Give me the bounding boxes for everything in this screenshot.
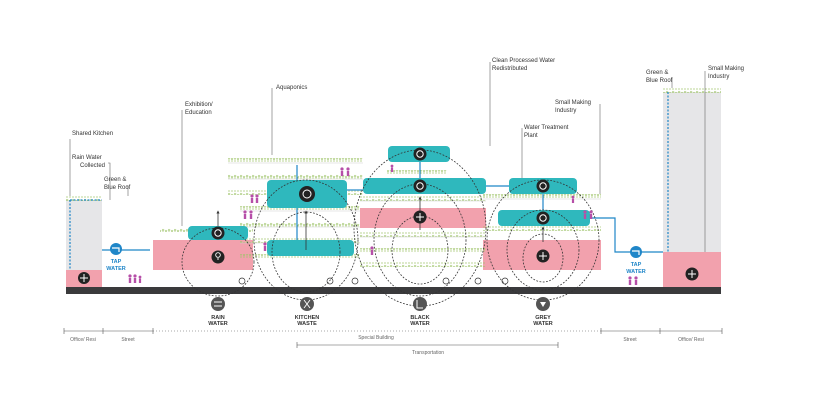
source-black-2: WATER bbox=[410, 321, 429, 327]
leader-lines bbox=[69, 62, 706, 252]
tap-icon bbox=[630, 246, 642, 258]
exhibition-block bbox=[153, 240, 253, 270]
left-roof-plants bbox=[66, 196, 102, 201]
label-clean-water-2: Redistributed bbox=[492, 66, 527, 72]
water-treatment-icon bbox=[413, 210, 427, 224]
lightbulb-icon bbox=[211, 250, 225, 264]
label-green-blue-left-1: Green & bbox=[104, 177, 126, 183]
scale-transportation: Transportation bbox=[412, 350, 444, 356]
labels: Shared Kitchen Rain Water Collected Gree… bbox=[72, 58, 744, 191]
black-water-icon bbox=[413, 297, 427, 311]
ground-markers bbox=[238, 277, 509, 285]
scale-street-right: Street bbox=[623, 337, 637, 343]
tank-icons bbox=[78, 147, 699, 284]
aquaponics-cycle-icon bbox=[413, 179, 427, 193]
label-water-treatment-1: Water Treatment bbox=[524, 125, 569, 131]
label-aquaponics: Aquaponics bbox=[276, 85, 307, 91]
scale-special-building: Special Building bbox=[358, 335, 394, 341]
label-shared-kitchen: Shared Kitchen bbox=[72, 131, 113, 137]
source-rain-2: WATER bbox=[208, 321, 227, 327]
scale-bars bbox=[63, 328, 723, 348]
tap-right-2: WATER bbox=[626, 269, 645, 275]
water-treatment-icon bbox=[685, 267, 699, 281]
label-small-making-mid-2: Industry bbox=[555, 108, 576, 114]
tank-aquaponics-bottom bbox=[267, 240, 354, 256]
rain-source-icon bbox=[211, 297, 225, 311]
aquaponics-cycle-icon bbox=[211, 226, 225, 240]
label-green-blue-left-2: Blue Roof bbox=[104, 185, 131, 191]
source-labels: RAIN WATER KITCHEN WASTE BLACK WATER GRE… bbox=[208, 315, 552, 327]
label-small-making-right-2: Industry bbox=[708, 74, 729, 80]
tap-left-1: TAP bbox=[111, 259, 122, 265]
label-rain-water-2: Collected bbox=[80, 163, 105, 169]
aquaponics-cycle-icon bbox=[536, 179, 550, 193]
aquaponics-cycle-icon bbox=[413, 147, 427, 161]
tap-labels: TAP WATER TAP WATER bbox=[106, 259, 645, 275]
label-small-making-right-1: Small Making bbox=[708, 66, 744, 72]
label-clean-water-1: Clean Processed Water bbox=[492, 58, 555, 64]
scale-labels: Office/ Resi Street Special Building Tra… bbox=[70, 335, 704, 356]
aquaponics-cycle-icon bbox=[536, 211, 550, 225]
right-office-tower bbox=[663, 92, 721, 252]
label-rain-water-1: Rain Water bbox=[72, 155, 102, 161]
ground-slab bbox=[66, 287, 721, 294]
source-black-1: BLACK bbox=[410, 315, 429, 321]
label-water-treatment-2: Plant bbox=[524, 133, 538, 139]
left-office-block bbox=[66, 200, 102, 270]
aquaponics-cycle-icon bbox=[299, 186, 315, 202]
source-grey-1: GREY bbox=[535, 315, 551, 321]
tap-icon bbox=[110, 243, 122, 255]
kitchen-waste-icon bbox=[300, 297, 314, 311]
tap-right-1: TAP bbox=[631, 262, 642, 268]
label-green-blue-right-2: Blue Roof bbox=[646, 78, 673, 84]
scale-office-left: Office/ Resi bbox=[70, 337, 96, 343]
source-icons bbox=[211, 297, 550, 311]
people-icons bbox=[128, 164, 638, 285]
label-green-blue-right-1: Green & bbox=[646, 70, 668, 76]
source-grey-2: WATER bbox=[533, 321, 552, 327]
source-kitchen-1: KITCHEN bbox=[295, 315, 319, 321]
source-rain-1: RAIN bbox=[211, 315, 224, 321]
source-kitchen-2: WASTE bbox=[297, 321, 317, 327]
tap-left-2: WATER bbox=[106, 266, 125, 272]
right-roof-plants bbox=[663, 88, 721, 93]
grey-water-icon bbox=[536, 297, 550, 311]
water-treatment-icon bbox=[536, 249, 550, 263]
label-exhibition-2: Education bbox=[185, 110, 212, 116]
scale-street-left: Street bbox=[121, 337, 135, 343]
scale-office-right: Office/ Resi bbox=[678, 337, 704, 343]
water-treatment-icon bbox=[78, 272, 90, 284]
label-exhibition-1: Exhibition/ bbox=[185, 102, 213, 108]
plant-shelves bbox=[160, 158, 601, 267]
label-small-making-mid-1: Small Making bbox=[555, 100, 591, 106]
